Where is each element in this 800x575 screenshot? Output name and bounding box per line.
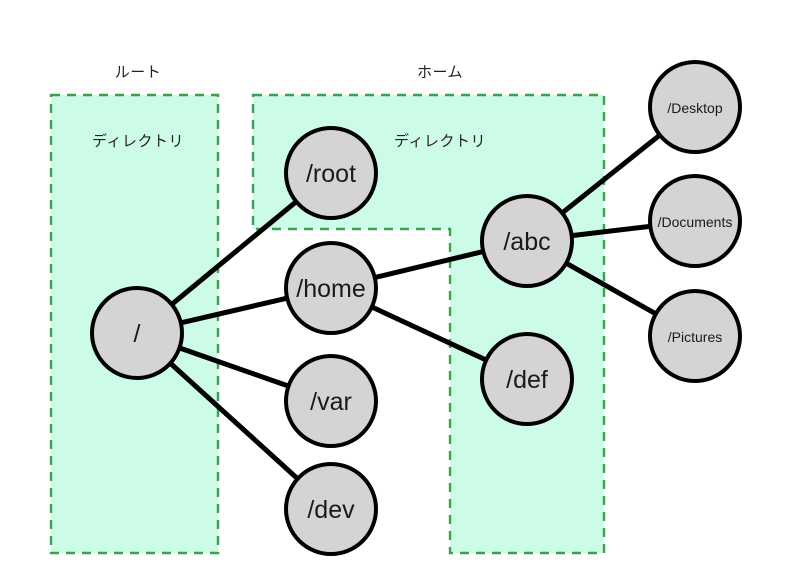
node-circle-documents [648, 174, 742, 268]
edge-root-to-slash-root [167, 197, 301, 309]
node-circle-root [90, 286, 184, 380]
node-label-def: /def [506, 366, 548, 394]
node-label-dev: /dev [307, 496, 355, 524]
node-label-home: /home [296, 275, 365, 303]
region-label-root-directory: ルート ディレクトリ [48, 14, 228, 200]
node-circle-pictures [648, 289, 742, 383]
edge-root-to-dev [166, 359, 302, 483]
edge-home-to-def [367, 303, 491, 364]
region-label-home-line1: ホーム [416, 63, 464, 81]
node-label-slash-root: /root [306, 160, 356, 188]
node-label-abc: /abc [503, 228, 550, 256]
node-circle-slash-root [284, 126, 378, 220]
node-circle-def [480, 332, 574, 426]
node-desktop[interactable]: /Desktop [648, 60, 742, 154]
node-root[interactable]: / [90, 286, 184, 380]
node-circle-abc [480, 194, 574, 288]
region-label-home-line2: ディレクトリ [394, 133, 486, 151]
node-slash-root[interactable]: /root [284, 126, 378, 220]
node-documents[interactable]: /Documents [648, 174, 742, 268]
node-home[interactable]: /home [284, 241, 378, 335]
node-label-desktop: /Desktop [667, 100, 722, 116]
edge-home-to-abc [370, 248, 488, 281]
node-dev[interactable]: /dev [284, 462, 378, 556]
edge-abc-to-desktop [558, 131, 664, 217]
node-pictures[interactable]: /Pictures [648, 289, 742, 383]
edge-abc-to-pictures [561, 259, 661, 318]
edges-layer [166, 131, 664, 483]
node-circle-home [284, 241, 378, 335]
node-circle-var [284, 354, 378, 448]
node-label-var: /var [310, 388, 352, 416]
edge-root-to-var [175, 344, 293, 390]
edge-abc-to-documents [567, 223, 655, 239]
node-label-pictures: /Pictures [668, 329, 722, 345]
node-label-root: / [134, 320, 141, 348]
node-circle-desktop [648, 60, 742, 154]
node-label-documents: /Documents [658, 214, 733, 230]
region-label-root-line2: ディレクトリ [92, 133, 184, 151]
edge-root-to-home [176, 295, 292, 326]
node-def[interactable]: /def [480, 332, 574, 426]
node-var[interactable]: /var [284, 354, 378, 448]
node-abc[interactable]: /abc [480, 194, 574, 288]
nodes-layer: / /root/home/var/dev/abc/def/Desktop/Docu… [90, 60, 742, 556]
region-label-root-line1: ルート [114, 63, 162, 81]
region-label-home-directory: ホーム ディレクトリ [350, 14, 530, 200]
node-circle-dev [284, 462, 378, 556]
